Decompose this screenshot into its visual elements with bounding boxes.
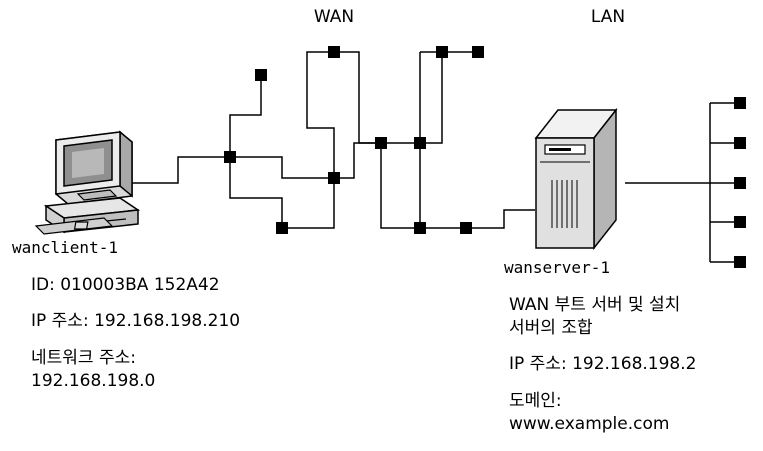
lan-network	[625, 97, 746, 268]
client-hostname: wanclient-1	[12, 238, 118, 257]
server-role-line1: WAN 부트 서버 및 설치	[509, 295, 680, 315]
server-hostname: wanserver-1	[504, 258, 610, 277]
wan-nodes	[224, 46, 484, 234]
lan-node	[734, 137, 746, 149]
tower-server-icon	[536, 110, 616, 248]
server-role-line2: 서버의 조합	[509, 318, 593, 338]
client-network-label: 네트워크 주소:	[31, 348, 136, 368]
lan-node	[734, 216, 746, 228]
lan-heading: LAN	[591, 7, 625, 27]
server-domain-value: www.example.com	[509, 414, 669, 434]
client-uplink	[130, 157, 230, 183]
server-ip: IP 주소: 192.168.198.2	[509, 354, 696, 374]
router-node	[328, 172, 340, 184]
router-node	[276, 222, 288, 234]
lan-node	[734, 256, 746, 268]
router-node	[375, 137, 387, 149]
router-node	[472, 46, 484, 58]
server-uplink	[466, 210, 535, 228]
client-ip: IP 주소: 192.168.198.210	[31, 311, 240, 331]
router-node	[414, 137, 426, 149]
router-node	[414, 222, 426, 234]
desktop-computer-icon	[36, 132, 138, 234]
wan-network-links	[130, 52, 535, 228]
lan-node	[734, 177, 746, 189]
router-node	[436, 46, 448, 58]
router-node	[460, 222, 472, 234]
router-node	[255, 69, 267, 81]
client-id: ID: 010003BA 152A42	[31, 275, 220, 295]
client-network-value: 192.168.198.0	[31, 371, 155, 391]
router-node	[328, 46, 340, 58]
wan-heading: WAN	[314, 7, 354, 27]
lan-node	[734, 97, 746, 109]
server-domain-label: 도메인:	[509, 391, 562, 411]
router-node	[224, 151, 236, 163]
